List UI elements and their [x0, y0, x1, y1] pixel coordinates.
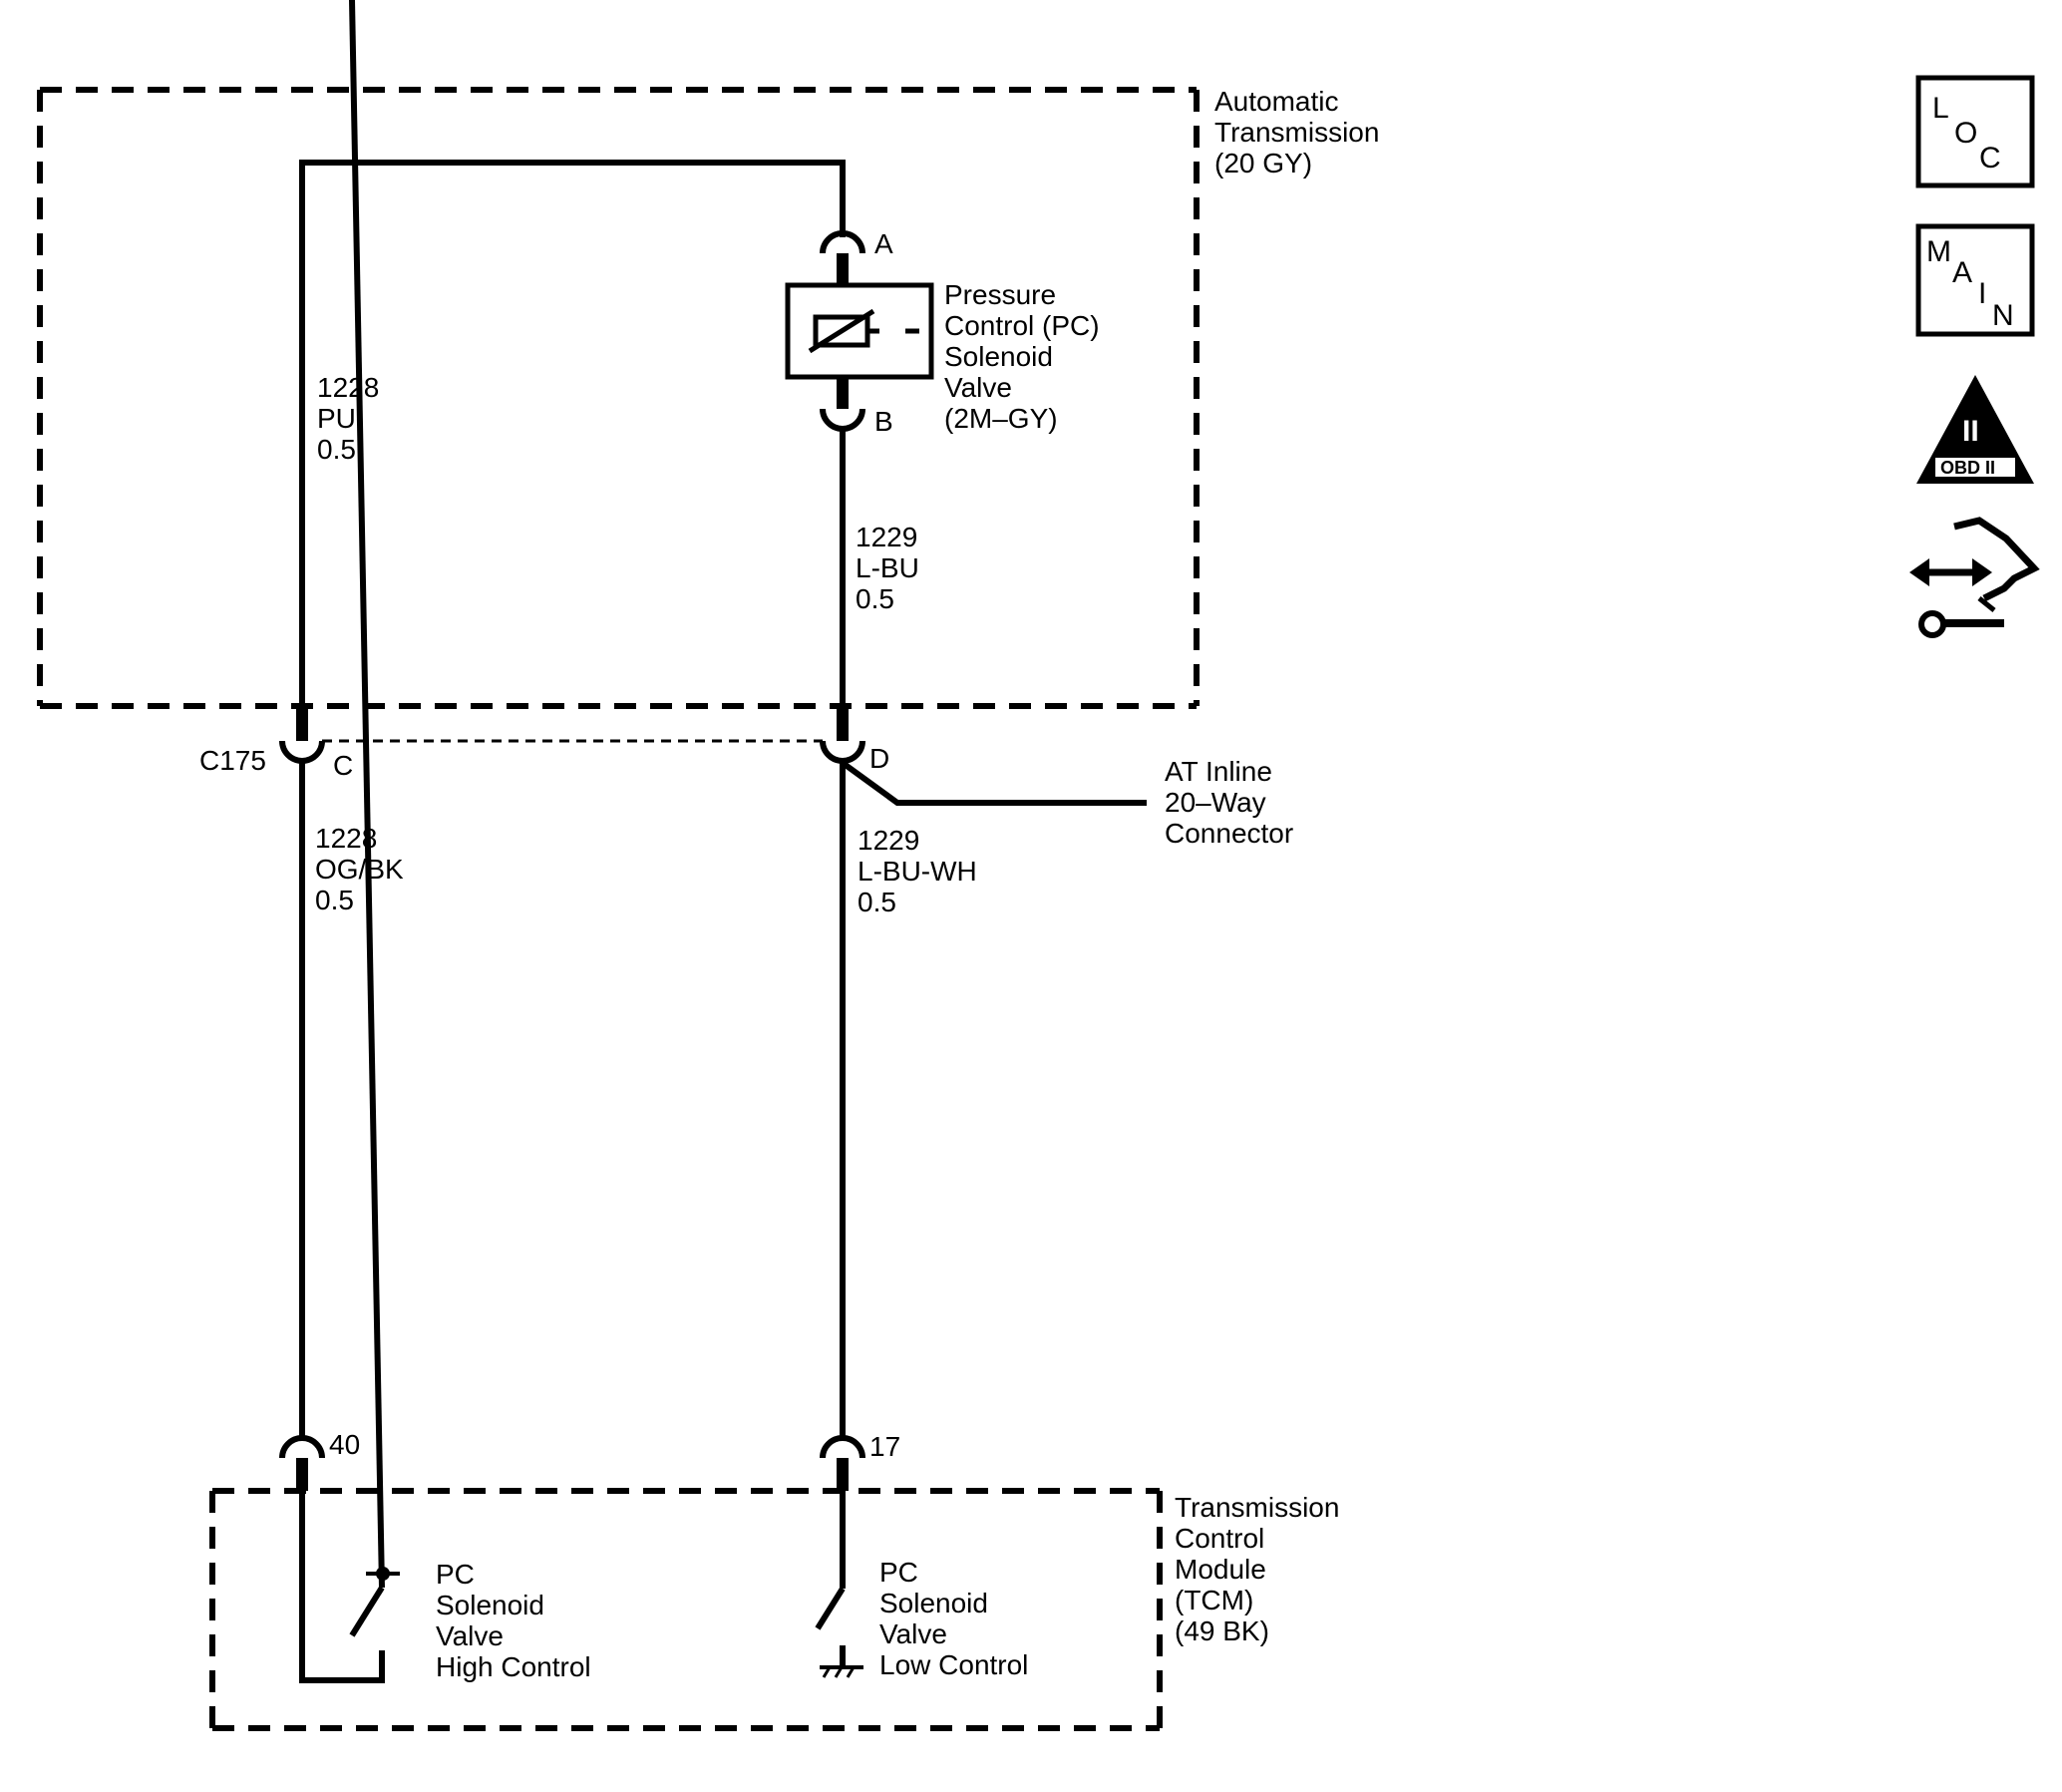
terminal-b: B	[820, 377, 893, 437]
svg-text:OG/BK: OG/BK	[315, 854, 404, 885]
main-icon[interactable]: M A I N	[1915, 223, 2035, 337]
svg-text:Valve: Valve	[879, 1618, 947, 1649]
wire-label-upper-right: 1229 L-BU 0.5	[856, 522, 919, 614]
svg-text:17: 17	[869, 1431, 900, 1462]
svg-text:A: A	[1952, 256, 1972, 289]
svg-text:(49 BK): (49 BK)	[1175, 1615, 1269, 1646]
svg-text:40: 40	[329, 1429, 360, 1460]
automatic-transmission-label: Automatic Transmission (20 GY)	[1214, 86, 1379, 179]
svg-text:D: D	[869, 743, 889, 774]
svg-text:1229: 1229	[856, 522, 917, 552]
svg-text:0.5: 0.5	[858, 887, 896, 917]
svg-text:Valve: Valve	[944, 372, 1012, 403]
obd-ii-icon[interactable]: II OBD II	[1916, 375, 2034, 484]
wire-label-lower-left: 1228 OG/BK 0.5	[315, 823, 404, 915]
svg-text:20–Way: 20–Way	[1165, 787, 1266, 818]
svg-text:(2M–GY): (2M–GY)	[944, 403, 1058, 434]
svg-text:Solenoid: Solenoid	[436, 1590, 544, 1620]
svg-text:A: A	[874, 228, 893, 259]
svg-text:Control (PC): Control (PC)	[944, 310, 1100, 341]
wire-label-upper-left: 1228 PU 0.5	[317, 372, 379, 465]
svg-text:Control: Control	[1175, 1523, 1264, 1554]
loc-icon[interactable]: L O C	[1915, 75, 2035, 188]
terminal-17: 17	[820, 1431, 900, 1491]
svg-text:Transmission: Transmission	[1175, 1492, 1339, 1523]
high-control-label: PC Solenoid Valve High Control	[436, 1559, 591, 1682]
svg-text:Transmission: Transmission	[1214, 117, 1379, 148]
low-control-switch	[815, 1491, 863, 1678]
high-control-switch	[299, 0, 400, 1683]
svg-text:L-BU: L-BU	[856, 552, 919, 583]
svg-text:L-BU-WH: L-BU-WH	[858, 856, 977, 887]
wire-label-lower-right: 1229 L-BU-WH 0.5	[858, 825, 977, 917]
svg-text:(TCM): (TCM)	[1175, 1585, 1253, 1615]
svg-text:OBD II: OBD II	[1940, 458, 1995, 478]
tcm-label: Transmission Control Module (TCM) (49 BK…	[1175, 1492, 1339, 1646]
svg-text:B: B	[874, 406, 893, 437]
svg-text:(20 GY): (20 GY)	[1214, 148, 1312, 179]
svg-text:AT Inline: AT Inline	[1165, 756, 1272, 787]
connector-tool-icon[interactable]	[1909, 517, 2040, 638]
svg-text:C175: C175	[199, 745, 266, 776]
svg-text:M: M	[1926, 235, 1951, 268]
terminal-40: 40	[279, 1429, 360, 1491]
automatic-transmission-boundary	[37, 87, 1200, 709]
svg-text:0.5: 0.5	[317, 434, 356, 465]
svg-text:PU: PU	[317, 403, 356, 434]
svg-text:1229: 1229	[858, 825, 919, 856]
tcm-boundary	[209, 1488, 1163, 1731]
svg-text:Solenoid: Solenoid	[879, 1588, 988, 1618]
svg-text:Pressure: Pressure	[944, 279, 1056, 310]
svg-text:High Control: High Control	[436, 1651, 591, 1682]
svg-text:I: I	[1978, 277, 1986, 310]
pc-solenoid-symbol	[785, 282, 934, 380]
svg-text:Valve: Valve	[436, 1620, 504, 1651]
inline-connector-c175: C175 C D	[199, 706, 1147, 806]
svg-text:0.5: 0.5	[315, 885, 354, 915]
wire-1228-pu	[299, 160, 846, 706]
svg-text:C: C	[333, 750, 353, 781]
svg-text:Low Control: Low Control	[879, 1649, 1028, 1680]
svg-text:Automatic: Automatic	[1214, 86, 1339, 117]
terminal-a: A	[820, 228, 893, 285]
svg-text:PC: PC	[879, 1557, 918, 1588]
svg-text:0.5: 0.5	[856, 583, 894, 614]
svg-text:PC: PC	[436, 1559, 475, 1590]
low-control-label: PC Solenoid Valve Low Control	[879, 1557, 1028, 1680]
inline-connector-label: AT Inline 20–Way Connector	[1165, 756, 1293, 849]
svg-text:Connector: Connector	[1165, 818, 1293, 849]
svg-text:Solenoid: Solenoid	[944, 341, 1053, 372]
svg-text:N: N	[1992, 299, 2014, 332]
svg-text:L: L	[1932, 92, 1949, 125]
svg-text:II: II	[1962, 415, 1979, 448]
svg-text:O: O	[1954, 117, 1977, 150]
pc-solenoid-label: Pressure Control (PC) Solenoid Valve (2M…	[944, 279, 1100, 434]
svg-text:1228: 1228	[317, 372, 379, 403]
svg-text:C: C	[1979, 142, 2001, 175]
svg-text:Module: Module	[1175, 1554, 1266, 1585]
